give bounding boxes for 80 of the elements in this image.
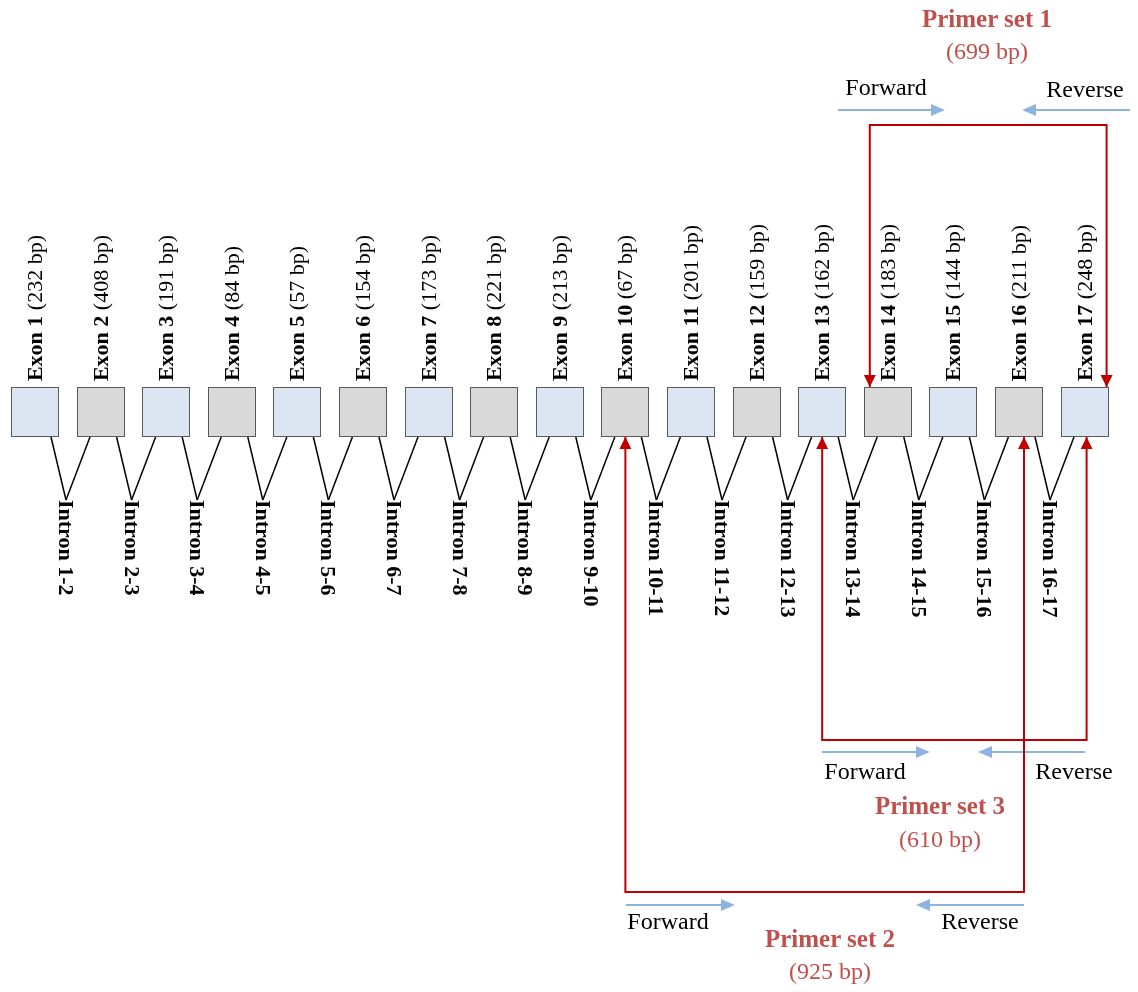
exon-label: Exon 5 (57 bp)	[286, 245, 309, 381]
primer-direction-label: Reverse	[1035, 758, 1113, 785]
primer-amplicon-arrow	[816, 436, 1093, 741]
intron-line	[312, 436, 330, 501]
intron-line	[655, 436, 682, 501]
intron-label: Intron 12-13	[776, 500, 799, 618]
intron-line	[181, 436, 198, 501]
intron-label: Intron 11-12	[711, 500, 733, 617]
intron-line	[590, 436, 616, 501]
intron-line	[196, 436, 222, 501]
intron-line	[247, 436, 264, 501]
intron-label: Intron 7-8	[448, 500, 471, 596]
exon-label: Exon 12 (159 bp)	[745, 223, 768, 381]
intron-line	[852, 436, 878, 501]
exon-label: Exon 11 (201 bp)	[680, 225, 702, 381]
intron-line	[378, 436, 395, 501]
intron-label: Intron 4-5	[251, 500, 274, 596]
exon-label: Exon 8 (221 bp)	[483, 234, 506, 381]
primer-direction-label: Forward	[845, 74, 927, 101]
intron-line	[640, 436, 658, 501]
exon-label: Exon 3 (191 bp)	[155, 234, 178, 381]
exon-label: Exon 1 (232 bp)	[24, 234, 46, 381]
intron-line	[115, 436, 133, 501]
intron-label: Intron 5-6	[317, 500, 340, 596]
intron-line	[262, 436, 288, 501]
intron-line	[575, 436, 592, 501]
intron-line	[771, 436, 789, 501]
intron-line	[458, 436, 485, 501]
exon-label: Exon 13 (162 bp)	[811, 223, 834, 381]
primer-set-title: Primer set 3	[875, 792, 1005, 820]
primer-direction-label: Reverse	[1046, 76, 1124, 103]
exon-label: Exon 9 (213 bp)	[548, 234, 571, 381]
product-size: (925 bp)	[789, 958, 871, 985]
intron-line	[509, 436, 526, 501]
exon-label: Exon 2 (408 bp)	[89, 234, 112, 381]
exon-label: Exon 15 (144 bp)	[942, 223, 965, 381]
intron-label: Intron 8-9	[514, 500, 537, 596]
intron-line	[130, 436, 157, 501]
primer-direction-label: Forward	[627, 908, 709, 935]
intron-label: Intron 13-14	[842, 500, 865, 618]
intron-label: Intron 14-15	[907, 500, 930, 618]
primer-amplicon-arrow	[619, 436, 1030, 893]
exon-label: Exon 14 (183 bp)	[876, 223, 899, 381]
intron-line	[983, 436, 1010, 501]
intron-label: Intron 9-10	[579, 500, 602, 607]
exon-label: Exon 17 (248 bp)	[1073, 223, 1096, 381]
intron-line	[837, 436, 854, 501]
exon-label: Exon 7 (173 bp)	[417, 234, 440, 381]
exon-label: Exon 16 (211 bp)	[1008, 224, 1030, 381]
intron-line	[65, 436, 91, 501]
intron-line	[903, 436, 920, 501]
intron-line	[1034, 436, 1051, 501]
intron-line	[50, 436, 67, 501]
intron-line	[1049, 436, 1075, 501]
intron-line	[918, 436, 944, 501]
primer-direction-label: Reverse	[941, 908, 1019, 935]
primer-amplicon-arrow	[863, 124, 1113, 388]
primer-direction-label: Forward	[824, 758, 906, 785]
intron-line	[786, 436, 813, 501]
intron-line	[524, 436, 550, 501]
intron-label: Intron 10-11	[645, 500, 668, 617]
product-size: (610 bp)	[899, 826, 981, 853]
primer-set-title: Primer set 1	[922, 5, 1052, 33]
intron-label: Intron 2-3	[120, 500, 143, 596]
intron-line	[327, 436, 354, 501]
exon-label: Exon 4 (84 bp)	[220, 245, 243, 381]
intron-line	[443, 436, 461, 501]
intron-label: Intron 6-7	[383, 500, 405, 596]
intron-label: Intron 15-16	[973, 500, 996, 618]
intron-label: Intron 1-2	[55, 500, 77, 596]
intron-line	[968, 436, 986, 501]
intron-label: Intron 16-17	[1039, 500, 1061, 618]
intron-line	[706, 436, 723, 501]
primer-set-title: Primer set 2	[765, 925, 895, 953]
intron-line	[721, 436, 747, 501]
product-size: (699 bp)	[946, 38, 1028, 65]
intron-line	[393, 436, 419, 501]
exon-label: Exon 6 (154 bp)	[352, 234, 374, 381]
intron-label: Intron 3-4	[186, 500, 209, 596]
exon-label: Exon 10 (67 bp)	[614, 234, 637, 381]
